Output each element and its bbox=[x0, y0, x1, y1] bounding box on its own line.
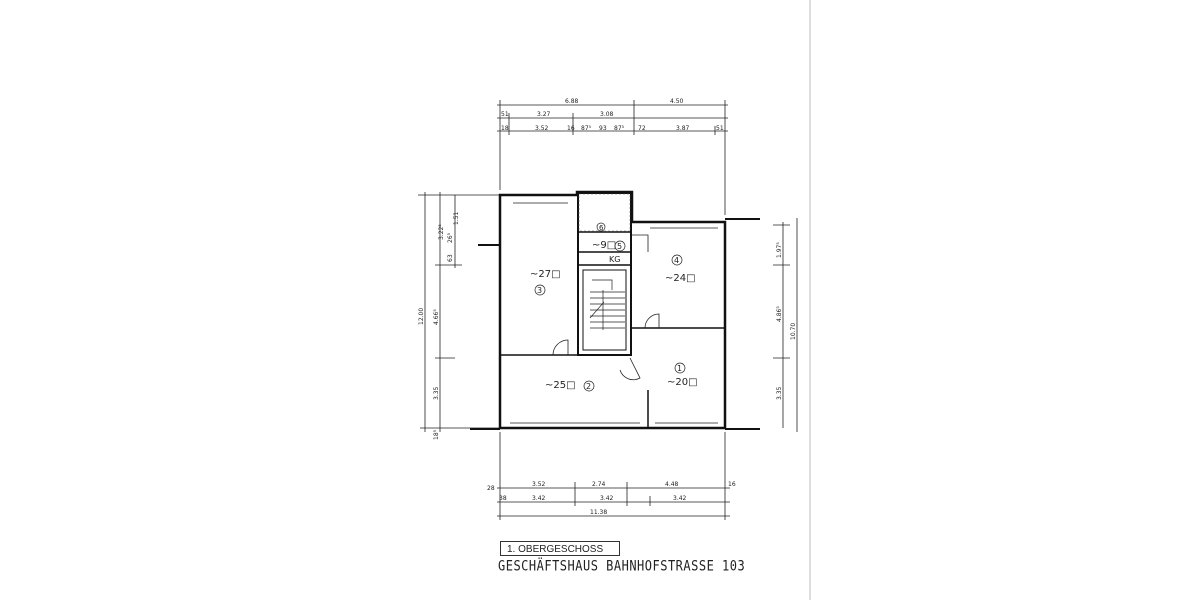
svg-text:10.70: 10.70 bbox=[790, 323, 797, 340]
svg-text:4.66⁵: 4.66⁵ bbox=[433, 309, 440, 325]
drawing-title: GESCHÄFTSHAUS BAHNHOFSTRASSE 103 bbox=[498, 558, 746, 575]
walls bbox=[470, 190, 760, 430]
svg-text:4.86⁵: 4.86⁵ bbox=[776, 306, 783, 322]
svg-text:6: 6 bbox=[599, 224, 604, 232]
svg-text:18⁵: 18⁵ bbox=[433, 429, 440, 440]
svg-text:93: 93 bbox=[599, 125, 607, 132]
svg-text:4: 4 bbox=[674, 256, 679, 265]
room-labels: ~27□ 3 6 ~9□ 5 KG 4 ~24□ ~25□ 2 1 ~20□ bbox=[530, 222, 698, 392]
svg-text:51: 51 bbox=[501, 111, 509, 118]
svg-text:16: 16 bbox=[728, 481, 736, 488]
right-dimensions: 1.97⁵ 4.86⁵ 3.35 10.70 bbox=[773, 218, 798, 432]
svg-text:3.35: 3.35 bbox=[776, 386, 783, 400]
svg-text:28: 28 bbox=[487, 485, 495, 492]
room-2-area: ~25□ bbox=[545, 380, 576, 391]
svg-text:11.38: 11.38 bbox=[590, 509, 607, 516]
room-1-area: ~20□ bbox=[667, 377, 698, 388]
svg-text:KG: KG bbox=[609, 255, 620, 264]
svg-text:3.08: 3.08 bbox=[600, 111, 614, 118]
svg-text:4.50: 4.50 bbox=[670, 98, 684, 105]
svg-text:63: 63 bbox=[447, 254, 454, 262]
top-dimensions: 6.88 4.50 51 3.27 3.08 18 3.52 16 87⁵ 93… bbox=[497, 98, 728, 215]
svg-text:12.00: 12.00 bbox=[418, 308, 425, 325]
svg-text:2.74: 2.74 bbox=[592, 481, 606, 488]
svg-text:1: 1 bbox=[677, 364, 682, 373]
left-dimensions: 12.00 4.66⁵ 3.35 1.51 3.22⁵ 26⁵ 63 18⁵ bbox=[418, 192, 500, 440]
svg-text:3.42: 3.42 bbox=[673, 495, 687, 502]
svg-text:72: 72 bbox=[638, 125, 646, 132]
svg-text:16: 16 bbox=[567, 125, 575, 132]
svg-text:26⁵: 26⁵ bbox=[447, 232, 454, 243]
bottom-dimensions: 28 3.52 2.74 4.48 16 38 3.42 3.42 3.42 1… bbox=[487, 432, 736, 520]
svg-text:87⁵: 87⁵ bbox=[581, 125, 592, 132]
svg-text:3.22⁵: 3.22⁵ bbox=[438, 224, 445, 240]
svg-text:3: 3 bbox=[537, 286, 542, 295]
svg-text:4.48: 4.48 bbox=[665, 481, 679, 488]
svg-text:2: 2 bbox=[586, 382, 591, 391]
svg-text:5: 5 bbox=[617, 242, 622, 251]
floor-label: 1. OBERGESCHOSS bbox=[500, 541, 620, 556]
svg-text:3.42: 3.42 bbox=[532, 495, 546, 502]
svg-text:87⁵: 87⁵ bbox=[614, 125, 625, 132]
room-3-area: ~27□ bbox=[530, 269, 561, 280]
svg-text:3.35: 3.35 bbox=[433, 386, 440, 400]
svg-text:1.51: 1.51 bbox=[453, 211, 460, 225]
svg-text:18: 18 bbox=[501, 125, 509, 132]
svg-text:6.88: 6.88 bbox=[565, 98, 579, 105]
svg-text:3.52: 3.52 bbox=[532, 481, 546, 488]
svg-text:1.97⁵: 1.97⁵ bbox=[776, 242, 783, 258]
svg-text:3.27: 3.27 bbox=[537, 111, 551, 118]
svg-text:3.52: 3.52 bbox=[535, 125, 549, 132]
svg-text:38: 38 bbox=[499, 495, 507, 502]
svg-text:3.87: 3.87 bbox=[676, 125, 690, 132]
room-4-area: ~24□ bbox=[665, 273, 696, 284]
room-5-area: ~9□ bbox=[592, 240, 616, 251]
staircase bbox=[589, 279, 625, 330]
svg-text:3.42: 3.42 bbox=[600, 495, 614, 502]
svg-text:51: 51 bbox=[716, 125, 724, 132]
